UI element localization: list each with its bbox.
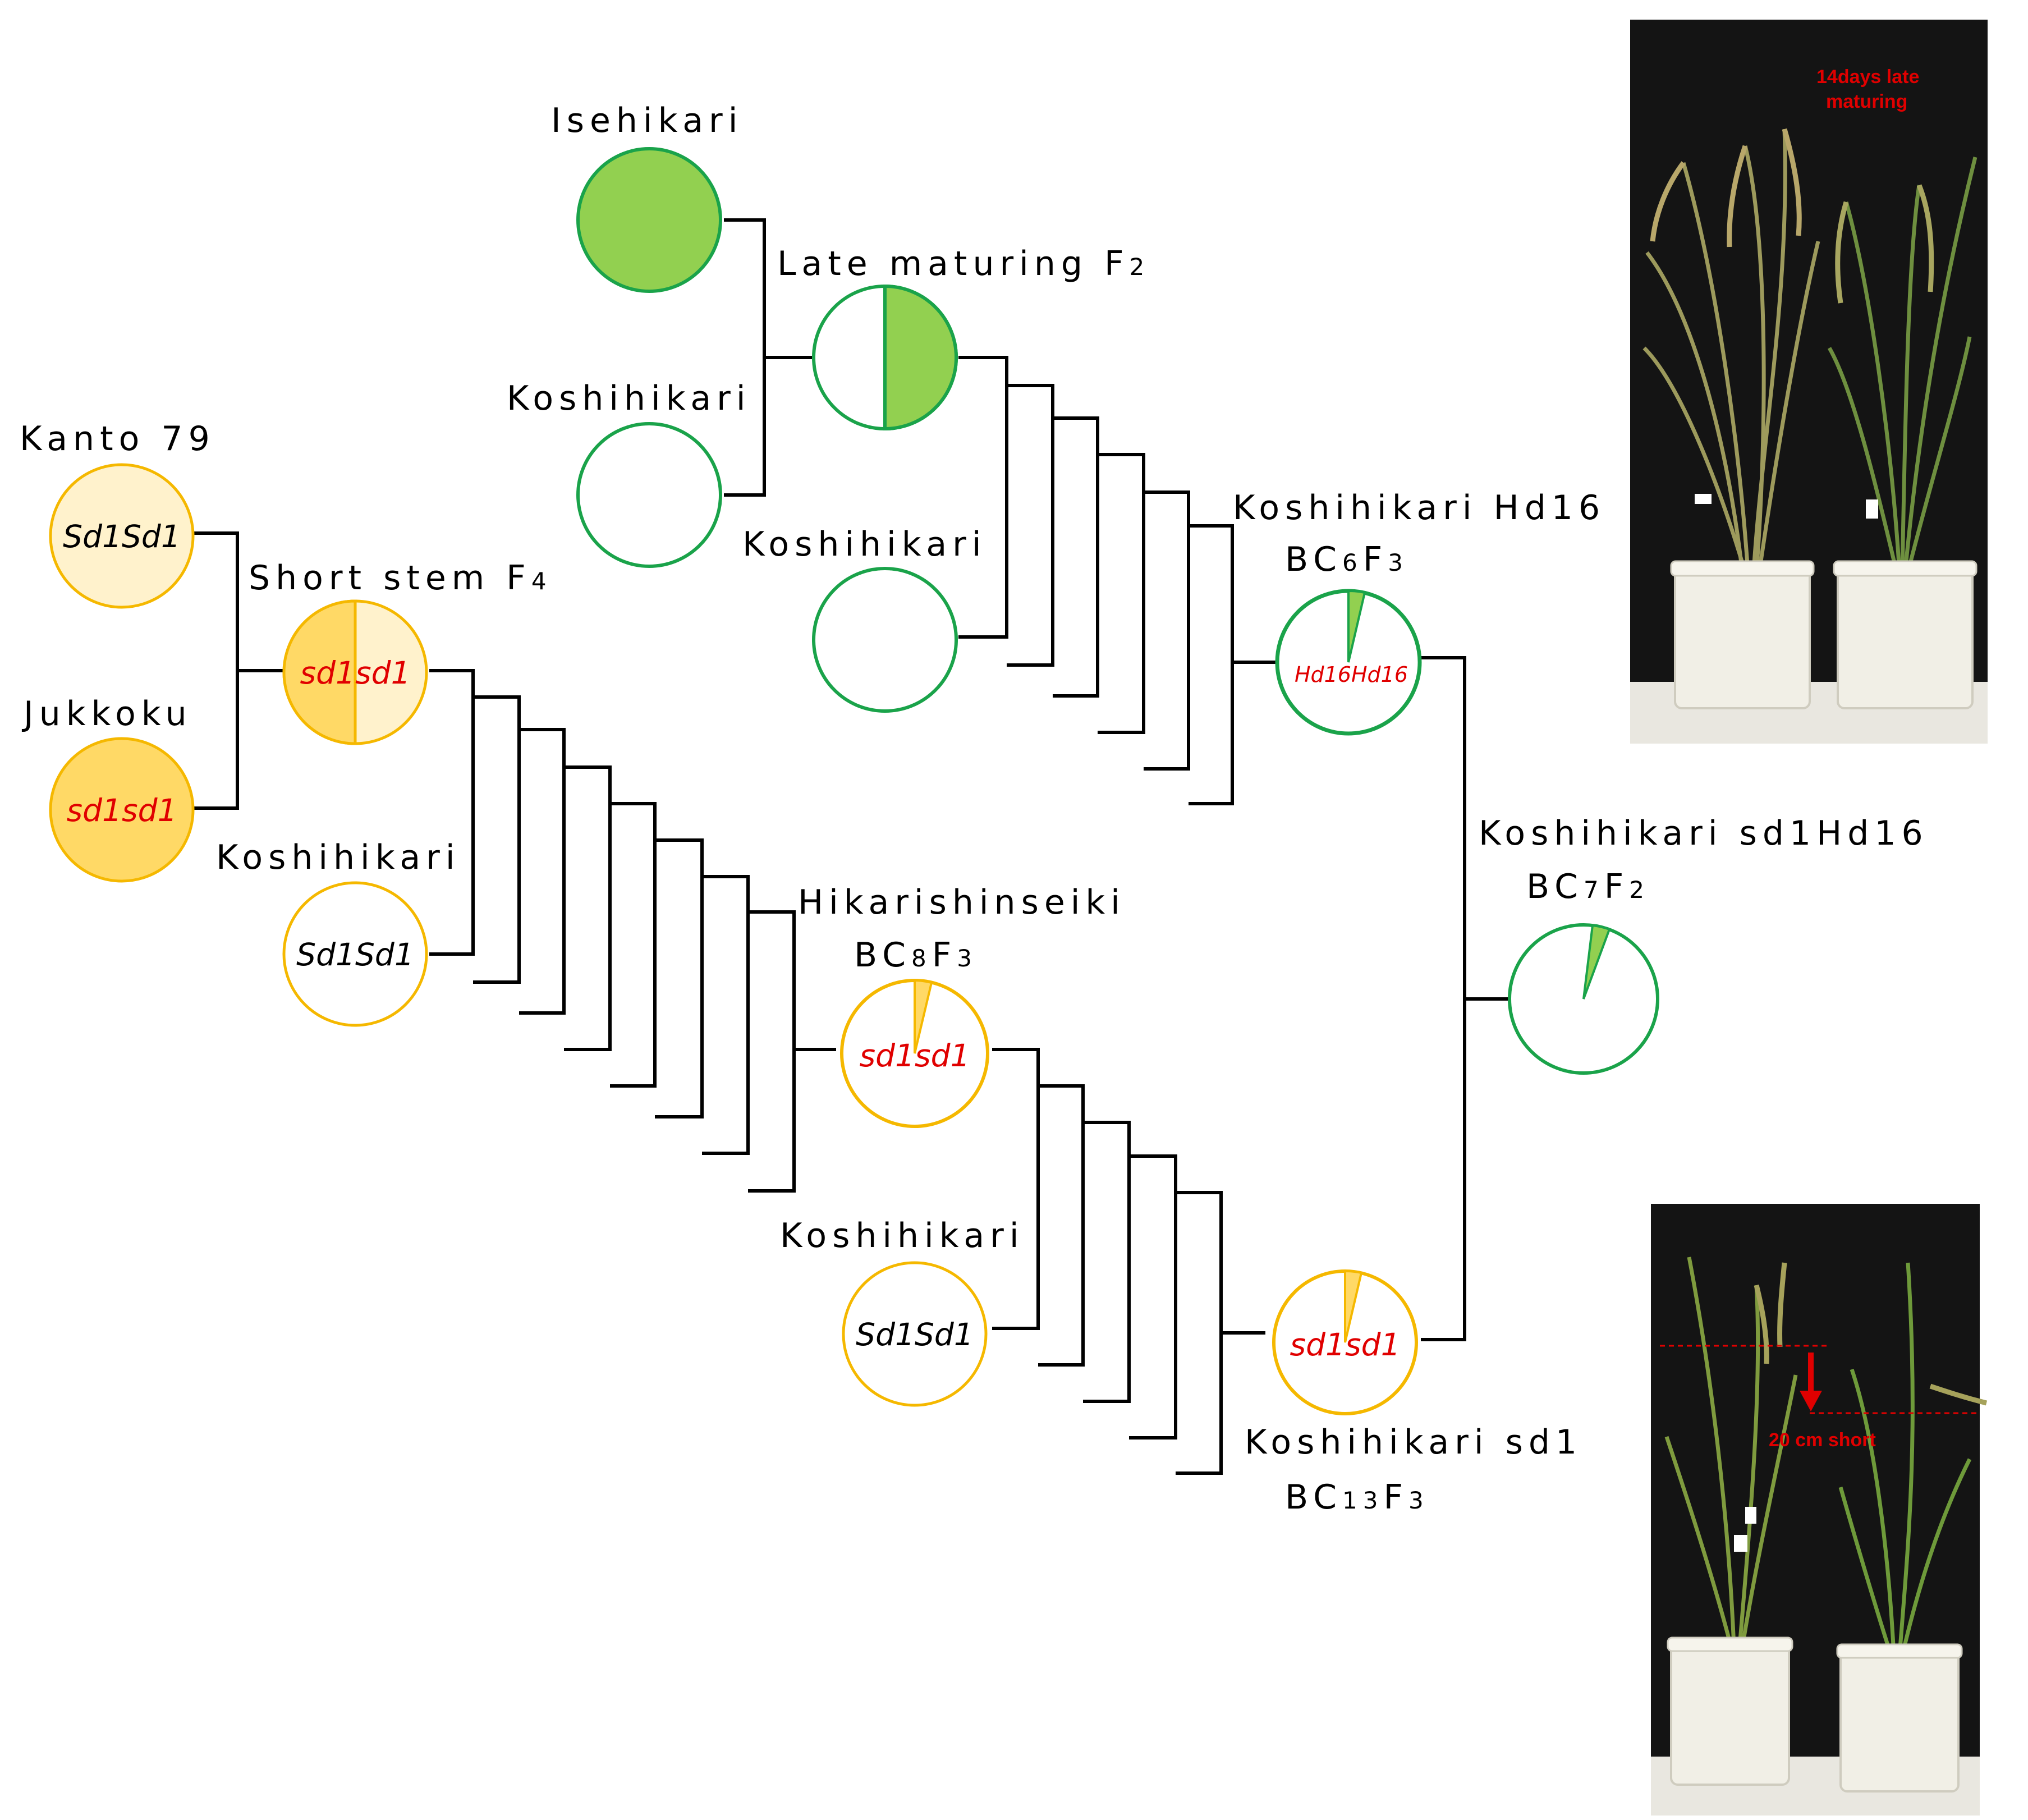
isehikari-label: Isehikari	[551, 101, 743, 140]
kanto79-node	[49, 463, 195, 609]
koshihikari-sd1hd16-node	[1508, 923, 1659, 1075]
photo-bottom-label: 20 cm short	[1769, 1429, 1876, 1451]
koshihikari-node-2	[812, 567, 958, 713]
backcross-ladder-sd1-b	[992, 1048, 1265, 1475]
kanto79-genotype: Sd1Sd1	[63, 519, 181, 554]
cross-line-kanto-jukkoku	[194, 531, 284, 810]
hikarishinseiki-label: Hikarishinseiki	[798, 883, 1126, 922]
hikarishinseiki-genotype: sd1sd1	[859, 1038, 970, 1074]
short-stem-sub: 4	[531, 567, 552, 595]
backcross-ladder-hd16	[958, 356, 1276, 805]
photo-short-stem: 20 cm short	[1651, 1204, 1988, 1816]
backcross-ladder-sd1-a	[429, 669, 836, 1193]
koshihikari-sd1-generation: BC13F3	[1285, 1478, 1429, 1517]
koshihikari-label-4: Koshihikari	[780, 1216, 1025, 1255]
short-stem-node	[282, 599, 428, 745]
late-maturing-sub: 2	[1130, 253, 1150, 281]
photo-top-label-line1: 14days late	[1816, 66, 1919, 88]
jukkoku-node	[49, 737, 195, 883]
koshihikari-label-3: Koshihikari	[216, 838, 461, 877]
hikarishinseiki-node	[840, 979, 989, 1128]
photo-late-maturing: 14days late maturing	[1630, 20, 1988, 744]
koshihikari-sd1hd16-generation: BC7F2	[1526, 867, 1650, 906]
hikarishinseiki-generation: BC8F3	[854, 936, 978, 975]
jukkoku-label: Jukkoku	[21, 694, 192, 733]
short-stem-genotype: sd1sd1	[300, 655, 410, 691]
photo-top-label-line2: maturing	[1826, 91, 1907, 112]
koshihikari-node-3	[282, 881, 428, 1027]
short-stem-label: Short stem F4	[249, 558, 552, 598]
koshihikari-sd1-node	[1272, 1269, 1418, 1415]
jukkoku-genotype: sd1sd1	[66, 792, 177, 828]
late-maturing-node	[812, 284, 958, 431]
koshihikari-node-4	[842, 1261, 988, 1407]
final-cross-line	[1421, 656, 1509, 1341]
koshihikari-hd16-node	[1275, 589, 1422, 736]
isehikari-node	[576, 147, 722, 293]
kanto79-label: Kanto 79	[20, 419, 215, 459]
koshihikari-sd1-label: Koshihikari sd1	[1245, 1423, 1582, 1462]
koshihikari-4-genotype: Sd1Sd1	[856, 1317, 974, 1353]
cross-line-isehikari	[724, 218, 812, 497]
koshihikari-sd1-genotype: sd1sd1	[1290, 1327, 1400, 1363]
koshihikari-hd16-generation: BC6F3	[1285, 540, 1408, 579]
koshihikari-sd1hd16-label: Koshihikari sd1Hd16	[1479, 814, 1929, 853]
koshihikari-label-2: Koshihikari	[742, 525, 987, 564]
koshihikari-hd16-label: Koshihikari Hd16	[1233, 488, 1605, 528]
koshihikari-node-1	[576, 422, 722, 568]
late-maturing-label: Late maturing F2	[777, 244, 1150, 283]
koshihikari-label-1: Koshihikari	[507, 379, 751, 418]
koshihikari-hd16-genotype: Hd16Hd16	[1295, 662, 1408, 687]
koshihikari-3-genotype: Sd1Sd1	[296, 937, 414, 973]
